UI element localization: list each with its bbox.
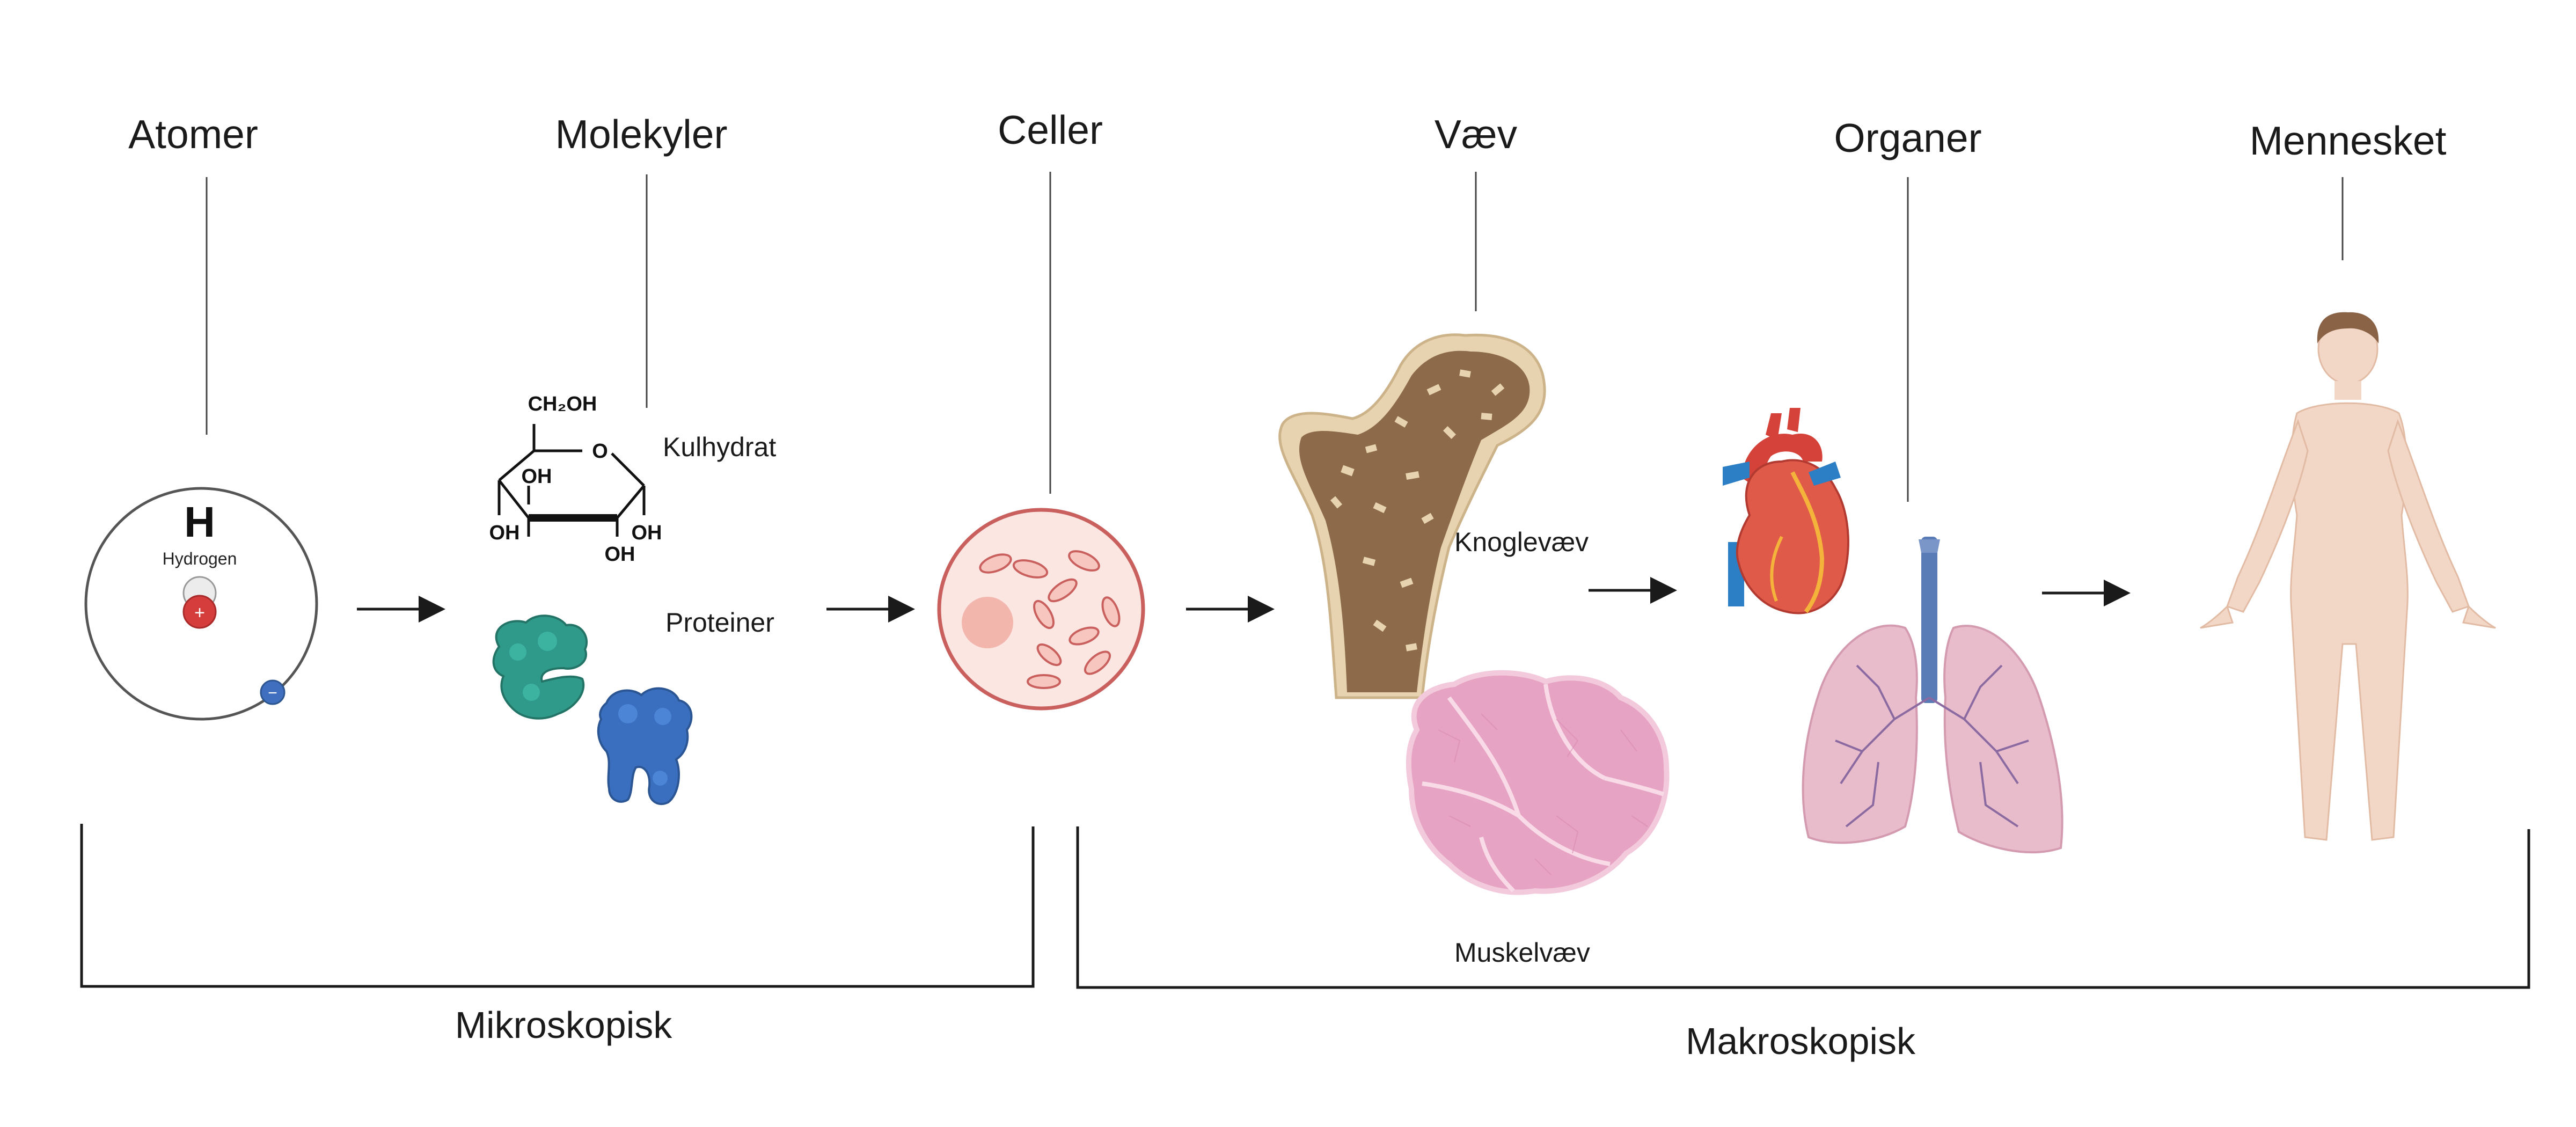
proton-sign: + — [194, 603, 205, 623]
electron-icon — [260, 679, 286, 705]
human-figure-icon — [2200, 312, 2496, 841]
bone-tissue-illustration — [1278, 333, 1546, 699]
level-title-cells: Celler — [998, 107, 1103, 152]
carbohydrate-label: Kulhydrat — [663, 432, 777, 462]
glucose-structure — [497, 424, 646, 537]
muscle-tissue-illustration — [1406, 670, 1670, 895]
protein-label: Proteiner — [665, 608, 774, 638]
level-title-organs: Organer — [1834, 115, 1982, 160]
nucleus-icon — [962, 597, 1013, 648]
electron-sign: − — [268, 684, 277, 702]
hydrogen-atom-illustration: + − H Hydrogen — [84, 487, 318, 721]
heart-icon — [1723, 408, 1849, 614]
glucose-ring-oxygen: O — [592, 440, 608, 463]
glucose-ch2oh: CH₂OH — [528, 393, 597, 415]
micro-scale-label: Mikroskopisk — [455, 1004, 672, 1046]
micro-bracket — [80, 824, 1035, 988]
muscle-tissue-label: Muskelvæv — [1454, 938, 1590, 968]
level-title-atoms: Atomer — [128, 112, 258, 157]
glucose-oh-bottom: OH — [605, 543, 635, 566]
cell-illustration — [937, 508, 1145, 711]
glucose-oh-inner: OH — [522, 465, 552, 488]
mitochondria-icons — [979, 550, 1121, 689]
macro-scale-label: Makroskopisk — [1686, 1020, 1915, 1062]
atom-name: Hydrogen — [163, 549, 237, 568]
bone-tissue-label: Knoglevæv — [1454, 527, 1589, 557]
glucose-oh-left: OH — [489, 522, 520, 544]
protein-blue-icon — [597, 687, 693, 806]
macro-bracket — [1076, 826, 2530, 989]
level-title-tissue: Væv — [1434, 112, 1518, 157]
lungs-icon — [1802, 537, 2063, 854]
glucose-oh-right: OH — [632, 522, 662, 544]
level-title-molecules: Molekyler — [555, 112, 728, 157]
level-title-human: Mennesket — [2249, 118, 2447, 163]
atom-symbol: H — [184, 498, 215, 546]
protein-teal-icon — [492, 614, 588, 720]
proton-icon — [182, 595, 217, 629]
